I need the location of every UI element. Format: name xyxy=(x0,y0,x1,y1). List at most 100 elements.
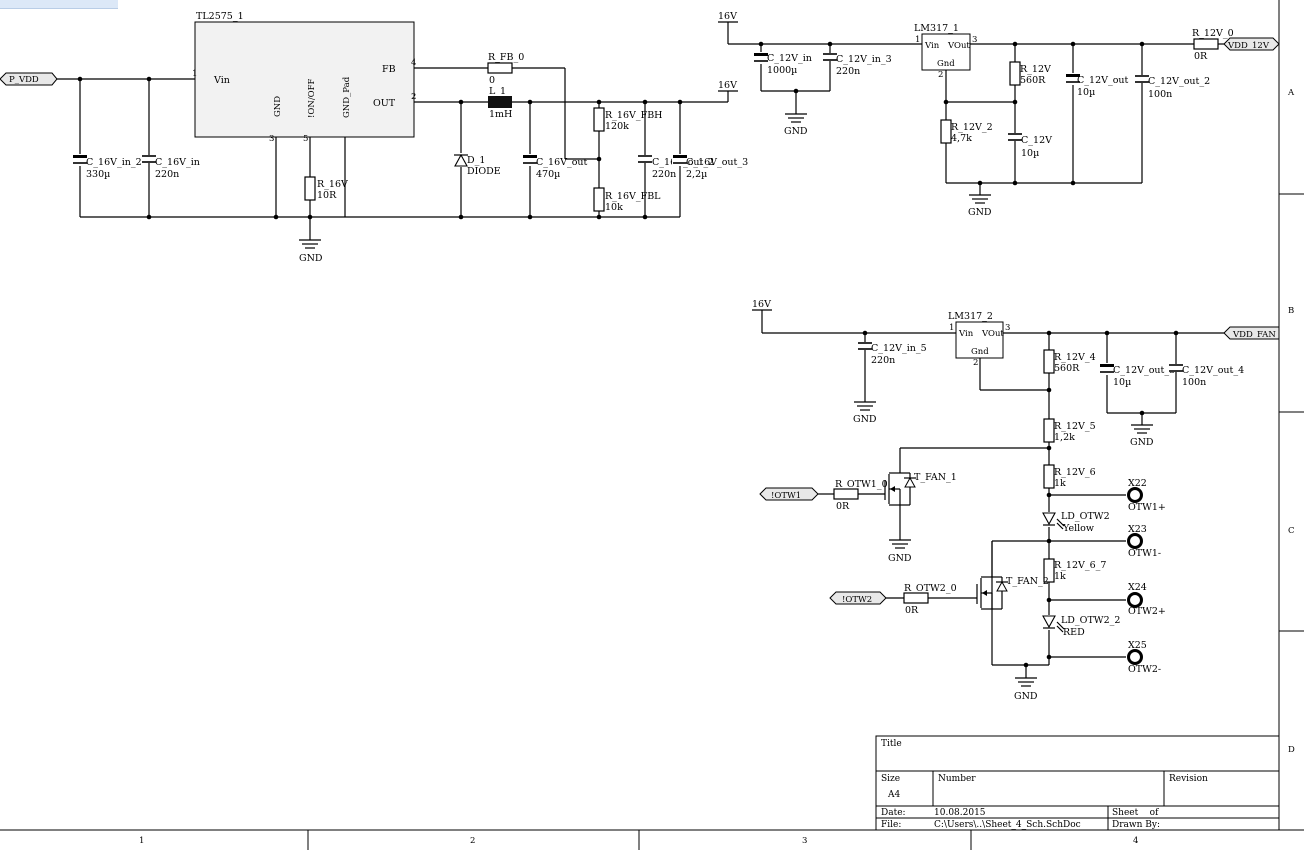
p-vdd-label: P_VDD xyxy=(9,75,39,85)
x25-label: OTW2- xyxy=(1128,664,1161,675)
otw2-port[interactable]: !OTW2 xyxy=(829,591,887,605)
mosfet-t-fan-2[interactable]: T_FAN_2 xyxy=(976,541,1049,610)
ld-otw2-2-designator: LD_OTW2_2 xyxy=(1061,615,1120,626)
resistor-r16v-fbh[interactable]: R_16V_FBH 120k xyxy=(593,107,662,132)
lm317-1-pin-gnd: Gnd xyxy=(937,59,955,69)
resistor-r-otw2-0[interactable]: R_OTW2_0 0R xyxy=(903,583,957,616)
resistor-r16v[interactable]: R_16V 10R xyxy=(304,176,348,201)
lm317-1-ic[interactable]: LM317_1 Vin VOut Gnd 1 2 3 xyxy=(914,23,977,80)
capacitor-c12v-out[interactable]: C_12V_out 10µ xyxy=(1065,73,1129,98)
led-ld-otw2-2[interactable]: LD_OTW2_2 RED xyxy=(1042,615,1120,638)
p-vdd-port[interactable]: P_VDD xyxy=(0,72,58,86)
capacitor-c12v-in-3[interactable]: C_12V_in_3 220n xyxy=(823,53,892,77)
zone-label-2: 2 xyxy=(470,836,475,846)
gnd-label-1: GND xyxy=(299,253,323,264)
lm317-1-pin-num-2: 2 xyxy=(938,70,943,80)
selection-highlight xyxy=(0,0,118,9)
capacitor-c16v-out-3[interactable]: C_16V_out_3 2,2µ xyxy=(672,154,748,180)
connector-x22[interactable]: X22 OTW1+ xyxy=(1127,478,1166,513)
otw2-label: !OTW2 xyxy=(842,595,872,605)
connector-x24[interactable]: X24 OTW2+ xyxy=(1127,582,1166,617)
tl2575-designator: TL2575_1 xyxy=(196,11,244,22)
c16v-out-3-value: 2,2µ xyxy=(686,169,707,180)
tl2575-pin-num-3: 3 xyxy=(269,134,274,144)
c12v-value: 10µ xyxy=(1021,148,1039,159)
r12v-0-designator: R_12V_0 xyxy=(1192,28,1234,39)
c16v-out-3-designator: C_16V_out_3 xyxy=(686,157,748,168)
r16v-fbh-designator: R_16V_FBH xyxy=(605,110,662,121)
otw1-port[interactable]: !OTW1 xyxy=(759,487,819,501)
resistor-r12v-2[interactable]: R_12V_2 4,7k xyxy=(940,119,993,144)
c12v-out-4-value: 100n xyxy=(1182,377,1206,388)
wires-section-1 xyxy=(57,67,729,240)
lm317-2-pin-num-2: 2 xyxy=(973,358,978,368)
capacitor-c16v-in-2[interactable]: C_16V_in_2 330µ xyxy=(72,154,142,180)
capacitor-c16v-in[interactable]: C_16V_in 220n xyxy=(142,155,200,180)
gnd-symbol-5: GND xyxy=(1130,424,1154,448)
connector-x23[interactable]: X23 OTW1- xyxy=(1127,524,1161,559)
x24-designator: X24 xyxy=(1128,582,1147,593)
c12v-out-2-designator: C_12V_out_2 xyxy=(1148,76,1210,87)
capacitor-c12v-out-4[interactable]: C_12V_out_4 100n xyxy=(1169,364,1244,388)
resistor-r12v-5[interactable]: R_12V_5 1,2k xyxy=(1043,418,1096,443)
vdd-fan-label: VDD_FAN xyxy=(1232,330,1276,340)
resistor-r12v-0[interactable]: R_12V_0 0R xyxy=(1192,28,1234,62)
gnd-symbol-2: GND xyxy=(784,113,808,137)
capacitor-c12v-in-5[interactable]: C_12V_in_5 220n xyxy=(858,342,927,366)
r12v-4-value: 560R xyxy=(1054,363,1080,374)
lm317-1-pin-num-1: 1 xyxy=(915,35,920,45)
capacitor-c16v-out[interactable]: C_16V_out 470µ xyxy=(522,154,588,180)
junctions-section-1 xyxy=(77,76,683,220)
resistor-r12v-6-7[interactable]: R_12V_6_7 1k xyxy=(1043,558,1106,583)
mosfet-t-fan-1[interactable]: T_FAN_1 xyxy=(884,472,957,506)
r-otw1-0-value: 0R xyxy=(836,501,850,512)
date-value: 10.08.2015 xyxy=(934,808,986,818)
resistor-r-fb-0[interactable]: R_FB_0 0 xyxy=(487,52,524,86)
lm317-2-pin-vout: VOut xyxy=(981,329,1004,339)
c12v-in-3-designator: C_12V_in_3 xyxy=(836,54,892,65)
gnd-symbol-4: GND xyxy=(853,401,877,425)
gnd-label-7: GND xyxy=(1014,691,1038,702)
r-fb-0-value: 0 xyxy=(489,75,495,86)
gnd-symbol-6: GND xyxy=(888,539,912,564)
x24-label: OTW2+ xyxy=(1128,606,1166,617)
resistor-r12v-4[interactable]: R_12V_4 560R xyxy=(1043,349,1096,374)
tl2575-ic[interactable]: TL2575_1 Vin FB OUT GND !ON/OFF GND_Pad … xyxy=(192,11,416,144)
zone-label-a: A xyxy=(1287,88,1295,98)
capacitor-c12v-in[interactable]: C_12V_in 1000µ xyxy=(753,52,812,76)
r-fb-0-designator: R_FB_0 xyxy=(488,52,524,63)
tl2575-pin-onoff: !ON/OFF xyxy=(307,78,317,118)
resistor-r12v-6[interactable]: R_12V_6 1k xyxy=(1043,464,1096,489)
led-ld-otw2[interactable]: LD_OTW2 Yellow xyxy=(1042,511,1110,534)
lm317-2-ic[interactable]: LM317_2 Vin VOut Gnd 1 2 3 xyxy=(948,311,1010,368)
resistor-r16v-fbl[interactable]: R_16V_FBL 10k xyxy=(593,187,661,213)
r16v-fbl-designator: R_16V_FBL xyxy=(605,191,661,202)
resistor-r12v[interactable]: R_12V 560R xyxy=(1009,61,1051,86)
net-16v-a-label: 16V xyxy=(718,80,737,91)
capacitor-c12v[interactable]: C_12V 10µ xyxy=(1008,133,1052,159)
vdd-fan-port[interactable]: VDD_FAN xyxy=(1223,326,1280,340)
vdd-12v-port[interactable]: VDD_12V xyxy=(1223,37,1280,51)
x22-designator: X22 xyxy=(1128,478,1147,489)
zone-label-4: 4 xyxy=(1133,836,1138,846)
inductor-l1[interactable]: L_1 1mH xyxy=(488,86,512,120)
r-otw2-0-value: 0R xyxy=(905,605,919,616)
capacitor-c12v-out-3[interactable]: C_12V_out_3 10µ xyxy=(1099,363,1175,388)
x23-label: OTW1- xyxy=(1128,548,1161,559)
capacitor-c12v-out-2[interactable]: C_12V_out_2 100n xyxy=(1135,75,1210,100)
r-otw2-0-designator: R_OTW2_0 xyxy=(904,583,957,594)
x23-designator: X23 xyxy=(1128,524,1147,535)
title-block: Title Size A4 Number Revision Date: 10.0… xyxy=(875,735,1280,831)
connector-x25[interactable]: X25 OTW2- xyxy=(1127,640,1161,675)
c16v-in-value: 220n xyxy=(155,169,179,180)
r12v-6-7-designator: R_12V_6_7 xyxy=(1054,560,1106,571)
file-label: File: xyxy=(881,820,901,830)
lm317-1-pin-vin: Vin xyxy=(924,41,940,51)
diode-d1[interactable]: D_1 DIODE xyxy=(454,153,501,177)
lm317-2-pin-vin: Vin xyxy=(958,329,974,339)
date-label: Date: xyxy=(881,808,906,818)
vdd-12v-label: VDD_12V xyxy=(1227,41,1270,51)
title-label: Title xyxy=(881,739,902,749)
resistor-r-otw1-0[interactable]: R_OTW1_0 0R xyxy=(833,479,888,512)
